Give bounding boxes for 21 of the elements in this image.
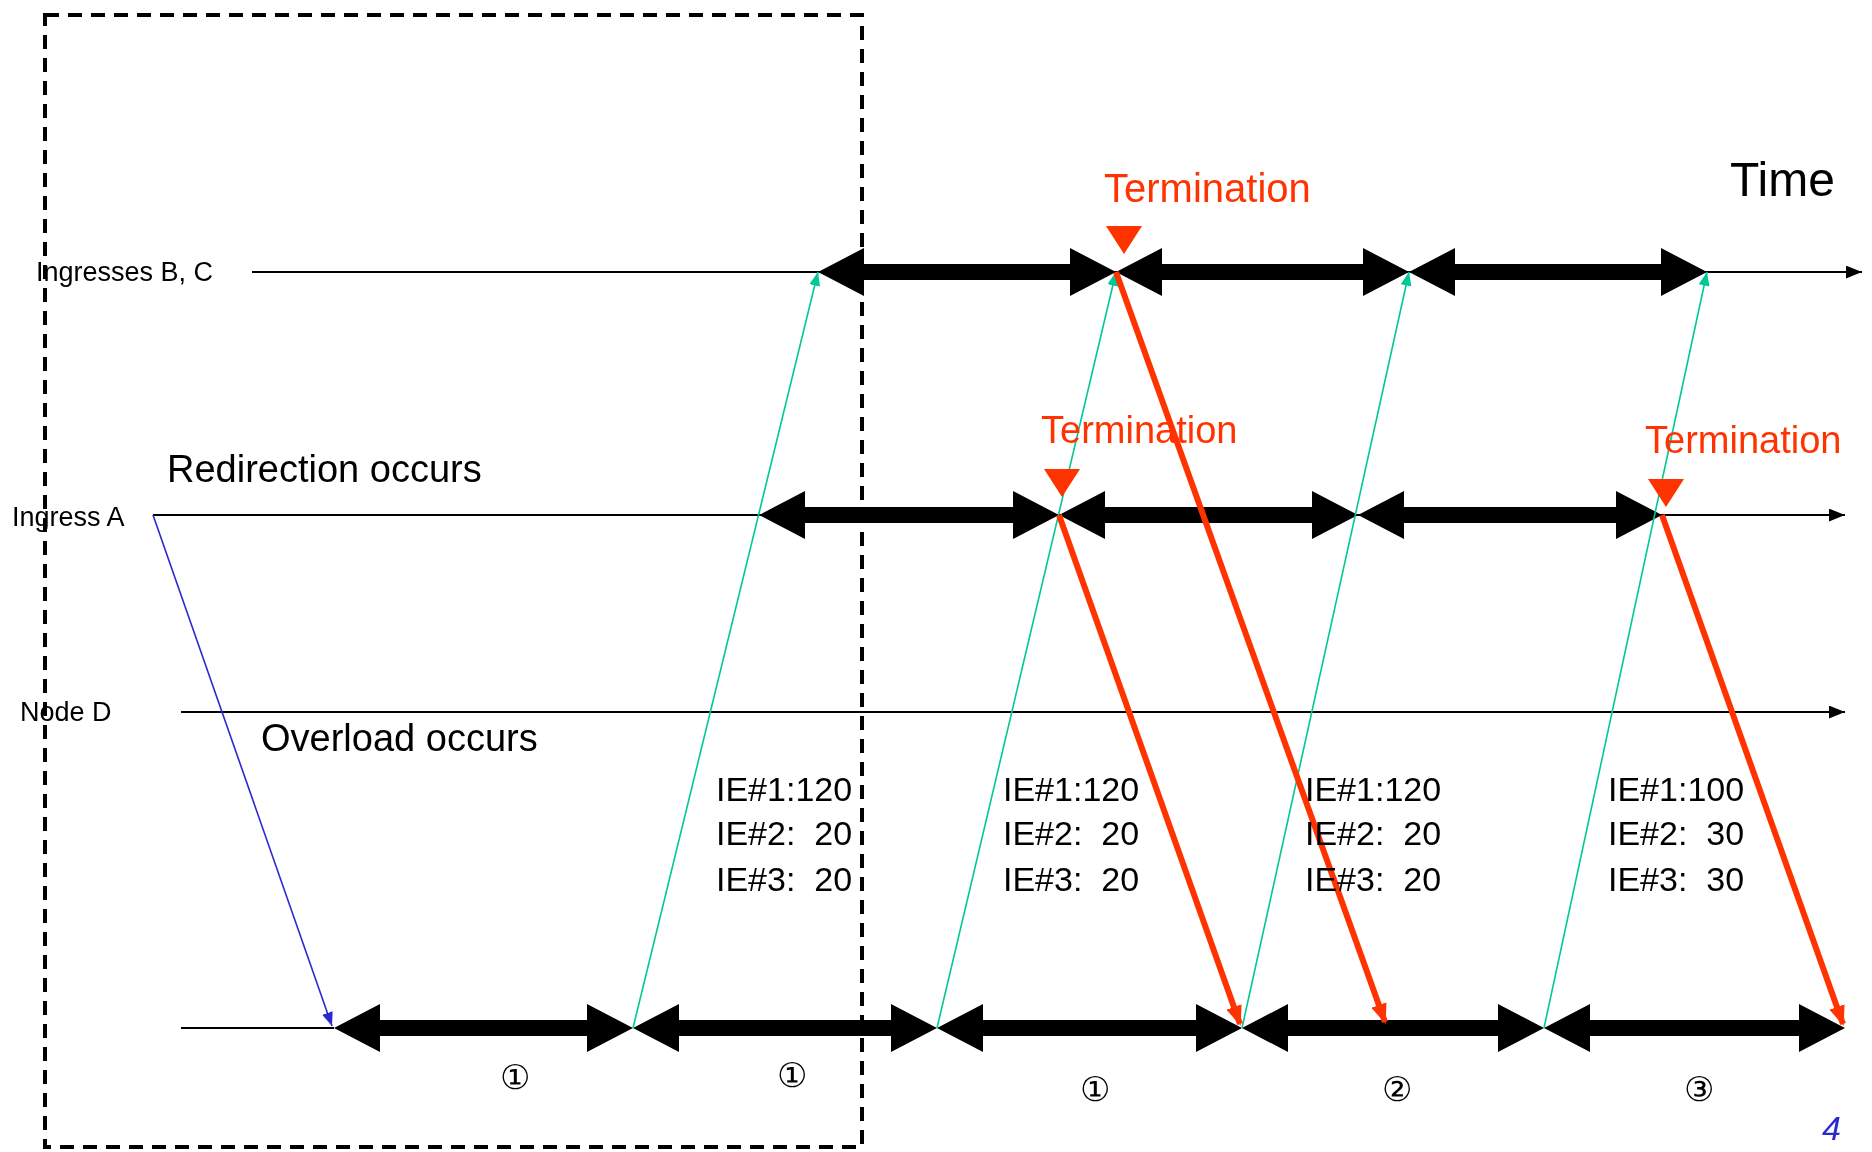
annotation: Redirection occurs: [167, 450, 482, 488]
period-number: ②: [1382, 1072, 1412, 1106]
ie-value: IE#3: 30: [1608, 862, 1745, 896]
period-number: ①: [500, 1060, 530, 1094]
ie-value: IE#1:120: [1003, 772, 1140, 806]
ie-value: IE#2: 30: [1608, 816, 1745, 850]
period-number: ①: [1080, 1072, 1110, 1106]
ie-value: IE#2: 20: [716, 816, 853, 850]
period-number: ①: [777, 1058, 807, 1092]
ie-value: IE#3: 20: [716, 862, 853, 896]
ie-value: IE#1:100: [1608, 772, 1745, 806]
ie-value: IE#1:120: [716, 772, 853, 806]
annotation: Overload occurs: [261, 719, 538, 757]
termination-label: Termination: [1104, 168, 1311, 208]
lane-label: Node D: [20, 698, 112, 726]
ie-value: IE#1:120: [1305, 772, 1442, 806]
ie-value: IE#3: 20: [1003, 862, 1140, 896]
period-number: ③: [1684, 1072, 1714, 1106]
axis-label: Time: [1730, 156, 1835, 204]
ie-value: IE#2: 20: [1003, 816, 1140, 850]
page-number: 4: [1822, 1111, 1841, 1145]
